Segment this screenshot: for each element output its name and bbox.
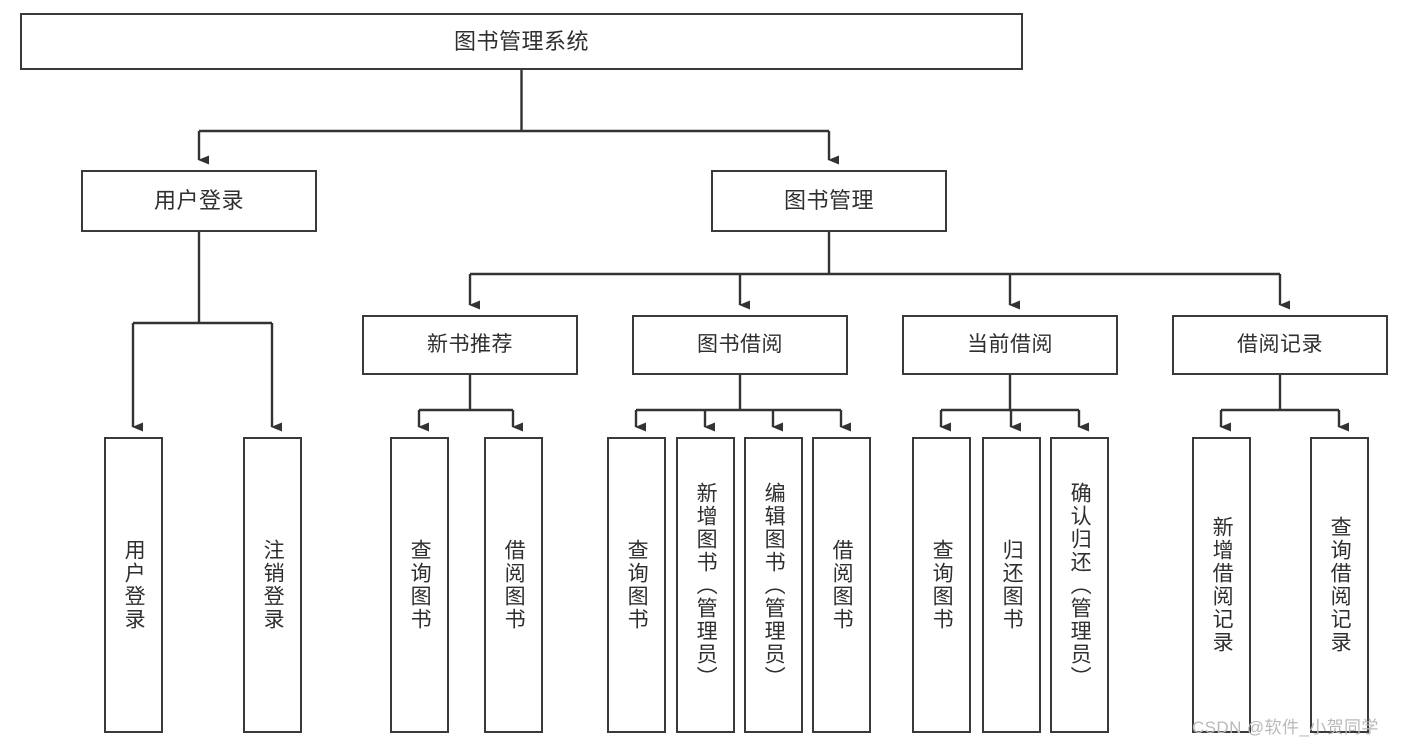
node-leaf-confirm-return-admin[interactable]: 确认归还（管理员） [1050, 437, 1109, 733]
node-current-borrow[interactable]: 当前借阅 [902, 315, 1118, 375]
node-borrow-record-label: 借阅记录 [1237, 332, 1323, 356]
node-leaf-label: 注销登录 [261, 539, 285, 631]
node-book-borrow[interactable]: 图书借阅 [632, 315, 848, 375]
node-leaf-logout[interactable]: 注销登录 [243, 437, 302, 733]
node-leaf-query-book-new[interactable]: 查询图书 [390, 437, 449, 733]
node-leaf-query-book-current[interactable]: 查询图书 [912, 437, 971, 733]
node-leaf-label: 归还图书 [1000, 539, 1024, 631]
node-leaf-query-book-borrow[interactable]: 查询图书 [607, 437, 666, 733]
node-leaf-query-borrow-record[interactable]: 查询借阅记录 [1310, 437, 1369, 733]
node-user-login[interactable]: 用户登录 [81, 170, 317, 232]
node-leaf-label: 确认归还（管理员） [1068, 481, 1092, 689]
node-leaf-label: 查询图书 [930, 539, 954, 631]
node-book-borrow-label: 图书借阅 [697, 332, 783, 356]
node-leaf-label: 新增借阅记录 [1210, 516, 1234, 654]
node-leaf-label: 用户登录 [122, 539, 146, 631]
node-current-borrow-label: 当前借阅 [967, 332, 1053, 356]
node-leaf-return-book[interactable]: 归还图书 [982, 437, 1041, 733]
node-leaf-add-book-admin[interactable]: 新增图书（管理员） [676, 437, 735, 733]
csdn-watermark: CSDN @软件_小贺同学 [1192, 718, 1379, 737]
node-leaf-add-borrow-record[interactable]: 新增借阅记录 [1192, 437, 1251, 733]
node-leaf-borrow-book-new[interactable]: 借阅图书 [484, 437, 543, 733]
node-book-management[interactable]: 图书管理 [711, 170, 947, 232]
node-new-book-recommend-label: 新书推荐 [427, 332, 513, 356]
node-leaf-label: 查询图书 [408, 539, 432, 631]
node-leaf-label: 借阅图书 [830, 539, 854, 631]
node-root-label: 图书管理系统 [453, 28, 589, 54]
node-leaf-label: 查询借阅记录 [1328, 516, 1352, 654]
node-new-book-recommend[interactable]: 新书推荐 [362, 315, 578, 375]
node-leaf-label: 查询图书 [625, 539, 649, 631]
node-user-login-label: 用户登录 [153, 188, 244, 214]
node-leaf-edit-book-admin[interactable]: 编辑图书（管理员） [744, 437, 803, 733]
node-book-management-label: 图书管理 [783, 188, 874, 214]
node-borrow-record[interactable]: 借阅记录 [1172, 315, 1388, 375]
node-leaf-label: 借阅图书 [502, 539, 526, 631]
node-leaf-user-login[interactable]: 用户登录 [104, 437, 163, 733]
node-root[interactable]: 图书管理系统 [20, 13, 1023, 70]
node-leaf-label: 编辑图书（管理员） [762, 481, 786, 689]
node-leaf-borrow-book[interactable]: 借阅图书 [812, 437, 871, 733]
node-leaf-label: 新增图书（管理员） [694, 481, 718, 689]
